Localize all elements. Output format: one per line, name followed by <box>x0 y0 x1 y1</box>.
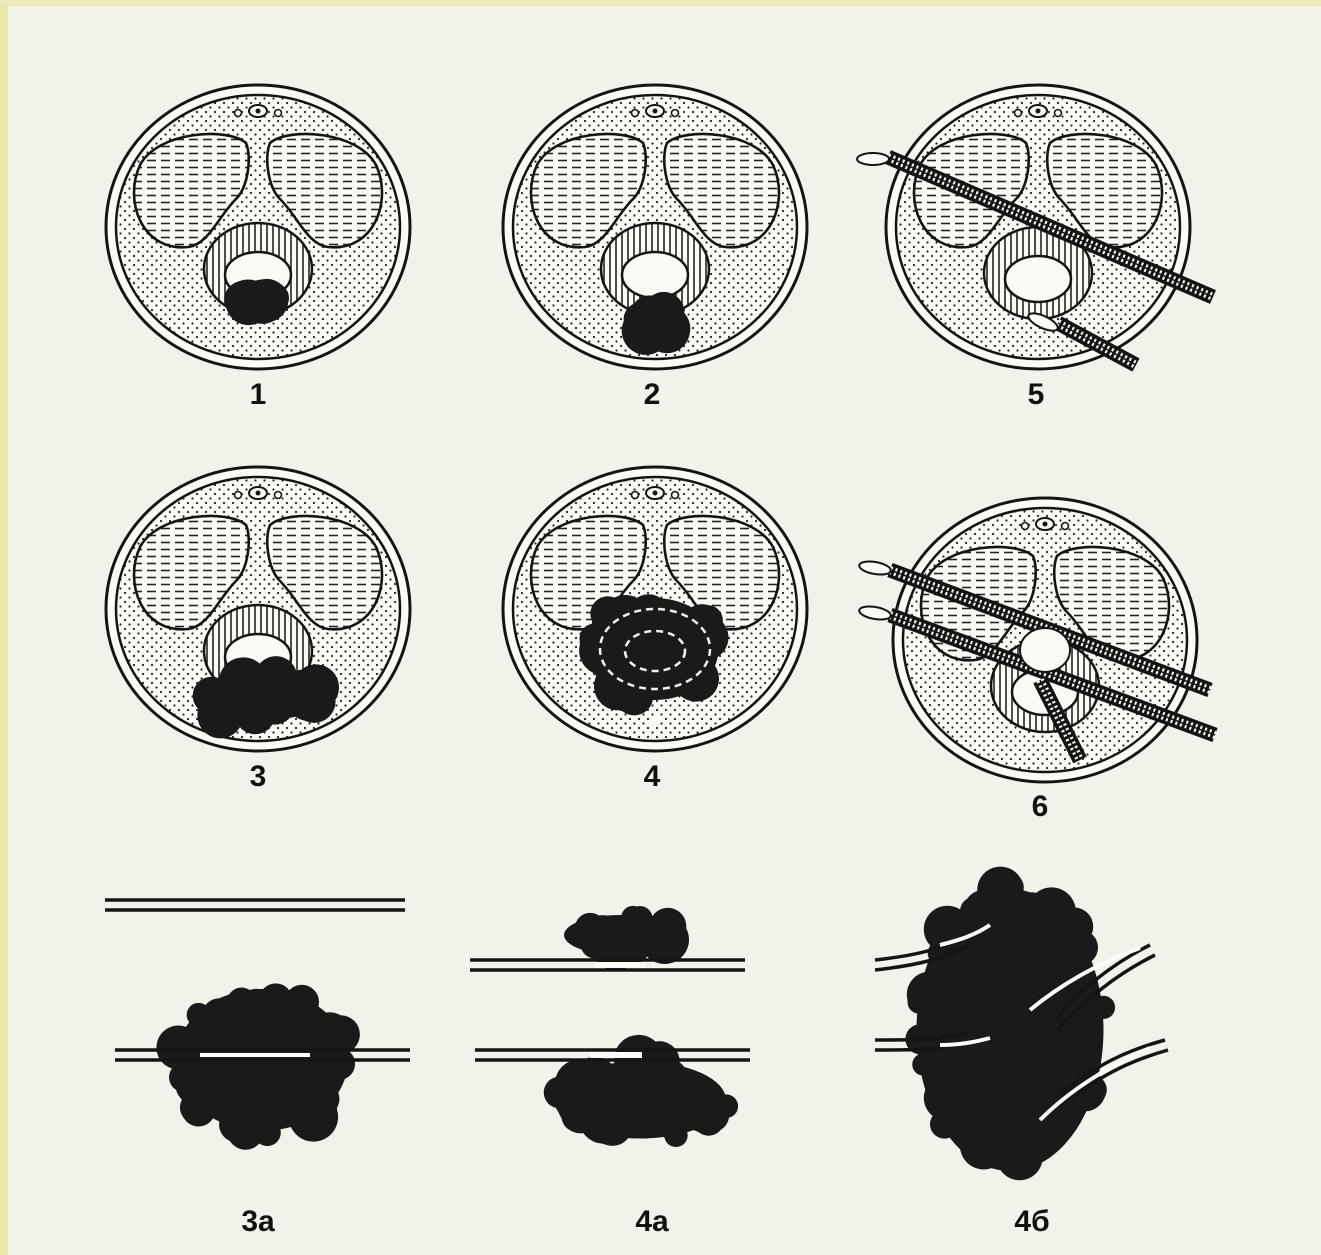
panel-label-5: 5 <box>996 378 1076 412</box>
urethra-lumen-displaced <box>1020 628 1070 672</box>
panel-label-6: 6 <box>1000 790 1080 824</box>
urethra-lumen <box>622 252 688 298</box>
dorsal-artery <box>1055 110 1062 117</box>
cross-section-4 <box>503 467 807 751</box>
dorsal-artery <box>632 492 639 499</box>
hematoma-massive <box>579 594 728 715</box>
cross-section-5 <box>857 85 1213 369</box>
panel-label-4b: 4б <box>992 1205 1072 1239</box>
cross-section-2 <box>503 85 807 369</box>
panel-label-3: 3 <box>218 760 298 794</box>
dorsal-artery <box>1015 110 1022 117</box>
catheter-tip <box>858 559 892 576</box>
urethra-lumen <box>1005 256 1071 302</box>
hematoma-4b <box>905 867 1115 1181</box>
panel-label-2: 2 <box>612 378 692 412</box>
catheter-tip <box>857 153 889 165</box>
dorsal-artery <box>275 110 282 117</box>
hematoma-4a-lower <box>544 1035 738 1147</box>
hematoma-3a <box>156 983 360 1149</box>
panel-label-4a: 4а <box>612 1205 692 1239</box>
dorsal-artery <box>275 492 282 499</box>
dorsal-artery <box>1022 523 1029 530</box>
dorsal-artery <box>235 110 242 117</box>
panel-label-3a: 3а <box>218 1205 298 1239</box>
cross-section-3 <box>106 467 410 751</box>
panel-label-4: 4 <box>612 760 692 794</box>
dorsal-artery <box>672 492 679 499</box>
cross-section-1 <box>106 85 410 369</box>
catheter-tip <box>858 604 892 621</box>
longitudinal-panels <box>105 867 1168 1181</box>
dorsal-artery <box>672 110 679 117</box>
urethra-wall-upper-3a <box>105 900 405 910</box>
cross-section-6 <box>858 498 1215 782</box>
panel-label-1: 1 <box>218 378 298 412</box>
dorsal-artery <box>235 492 242 499</box>
dorsal-artery <box>1062 523 1069 530</box>
dorsal-artery <box>632 110 639 117</box>
